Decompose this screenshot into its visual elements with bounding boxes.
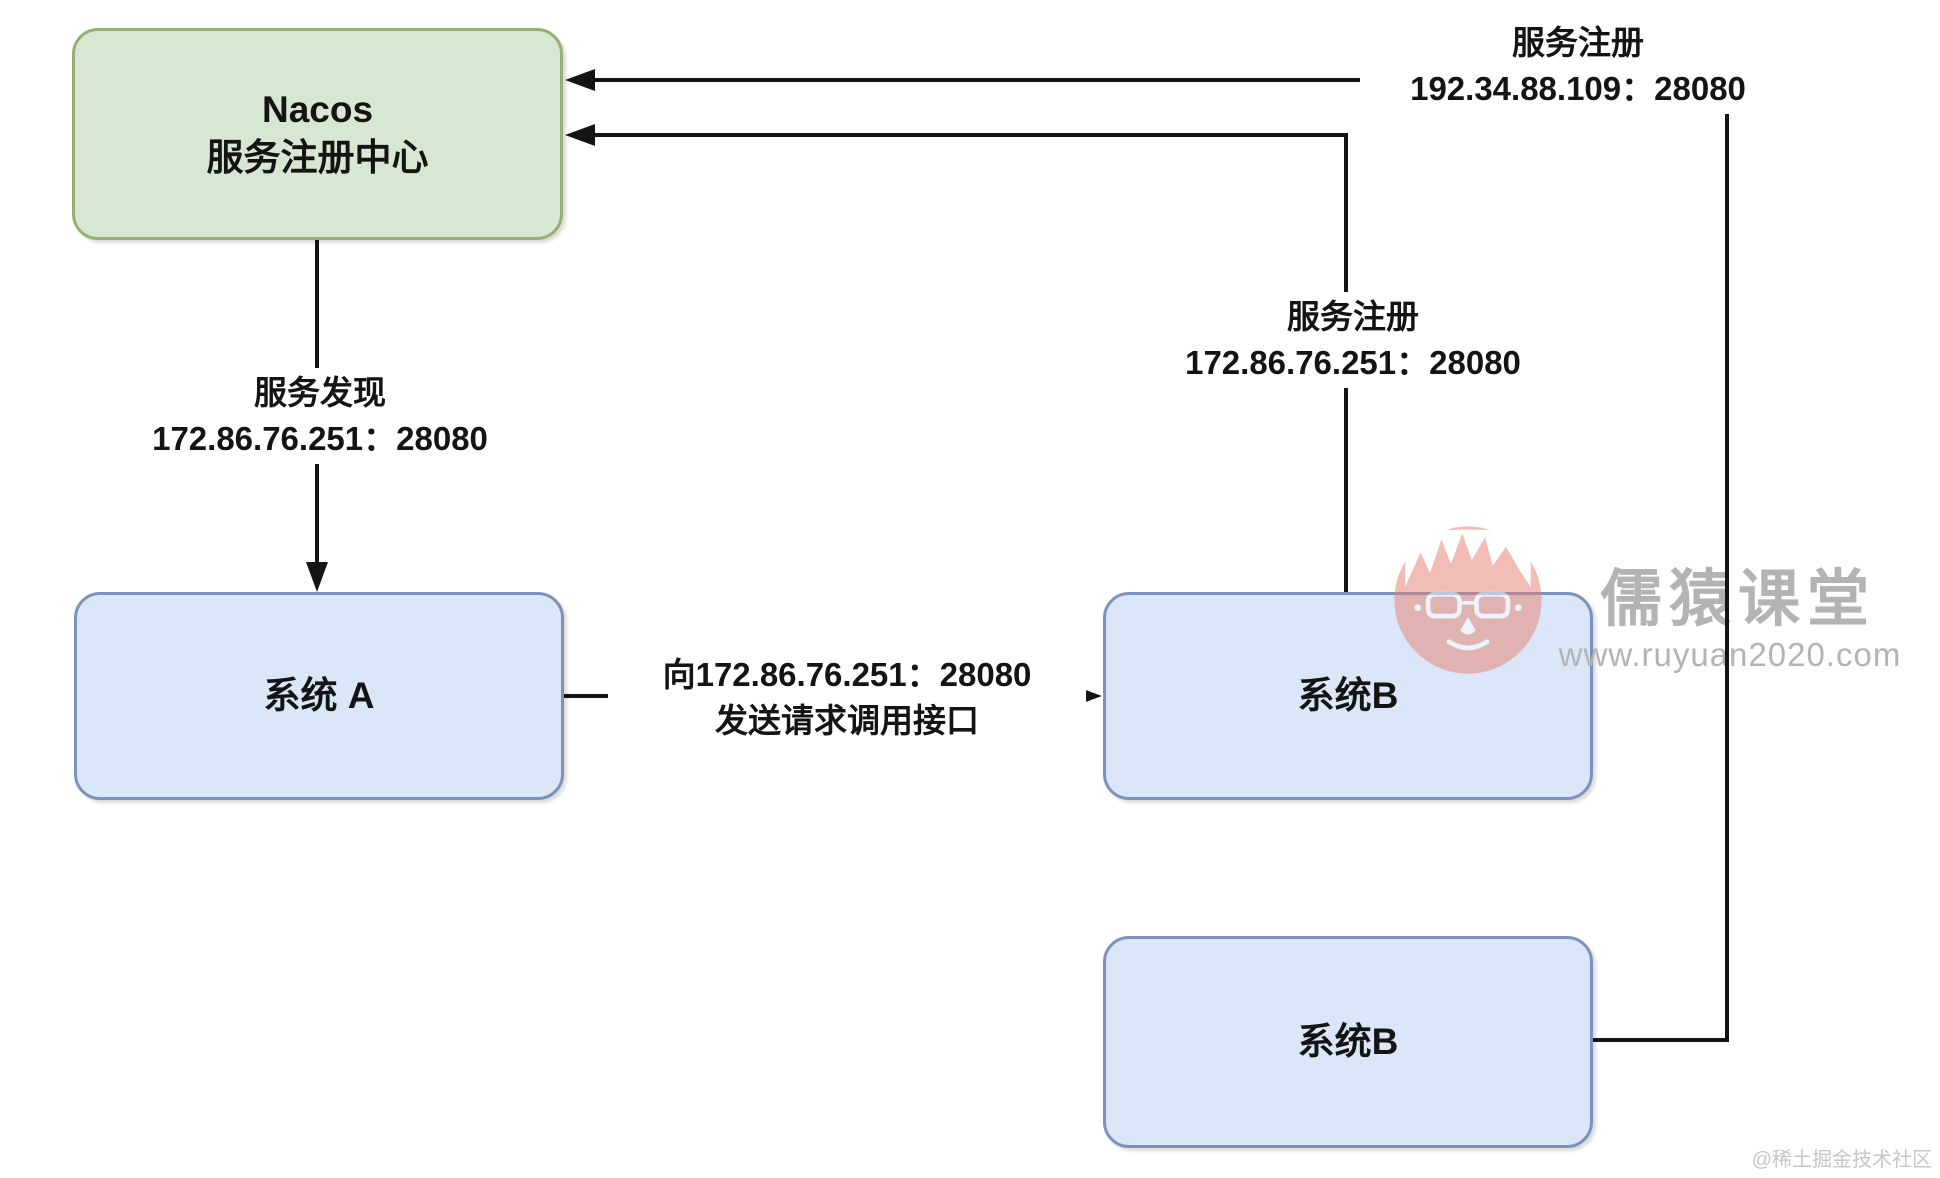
- discovery-address: 172.86.76.251：28080: [152, 420, 488, 457]
- ruyuan-monkey-logo-icon: [1394, 526, 1542, 674]
- watermark-url: www.ruyuan2020.com: [1558, 636, 1902, 673]
- nacos-subtitle: 服务注册中心: [206, 137, 429, 178]
- system-a-node: 系统 A: [74, 592, 564, 800]
- register-mid-edge-label: 服务注册 172.86.76.251：28080: [1131, 292, 1575, 388]
- invoke-edge-label: 向172.86.76.251：28080 发送请求调用接口: [608, 650, 1086, 746]
- system-b-mid-label: 系统B: [1297, 674, 1399, 716]
- nacos-node-text: Nacos 服务注册中心: [207, 86, 429, 182]
- discovery-action: 服务发现: [254, 374, 386, 411]
- system-b-bottom-node: 系统B: [1103, 936, 1593, 1148]
- invoke-label-line1: 向172.86.76.251：28080: [662, 656, 1032, 693]
- watermark-brand: 儒猿课堂: [1599, 565, 1876, 634]
- register-bottom-action: 服务注册: [1512, 24, 1644, 61]
- register-bottom-address: 192.34.88.109：28080: [1410, 70, 1746, 107]
- register-bottom-connector-line-top: [592, 78, 1729, 82]
- register-mid-address: 172.86.76.251：28080: [1185, 344, 1521, 381]
- register-mid-action: 服务注册: [1287, 298, 1419, 335]
- register-bottom-edge-label: 服务注册 192.34.88.109：28080: [1360, 18, 1796, 114]
- register-mid-connector-line-horizontal: [592, 133, 1348, 137]
- nacos-title: Nacos: [261, 88, 374, 130]
- discovery-arrowhead-icon: [306, 562, 328, 592]
- register-bottom-connector-line-bottom: [1593, 1038, 1729, 1042]
- system-b-bottom-label: 系统B: [1297, 1020, 1399, 1062]
- invoke-label-line2: 发送请求调用接口: [715, 702, 979, 739]
- system-a-label: 系统 A: [263, 674, 375, 716]
- community-credit: @稀土掘金技术社区: [1751, 1149, 1932, 1171]
- register-bottom-connector-line-vertical: [1725, 80, 1729, 1042]
- register-mid-arrowhead-icon: [565, 124, 595, 146]
- register-bottom-arrowhead-icon: [565, 69, 595, 91]
- discovery-edge-label: 服务发现 172.86.76.251：28080: [100, 368, 540, 464]
- nacos-node: Nacos 服务注册中心: [72, 28, 563, 240]
